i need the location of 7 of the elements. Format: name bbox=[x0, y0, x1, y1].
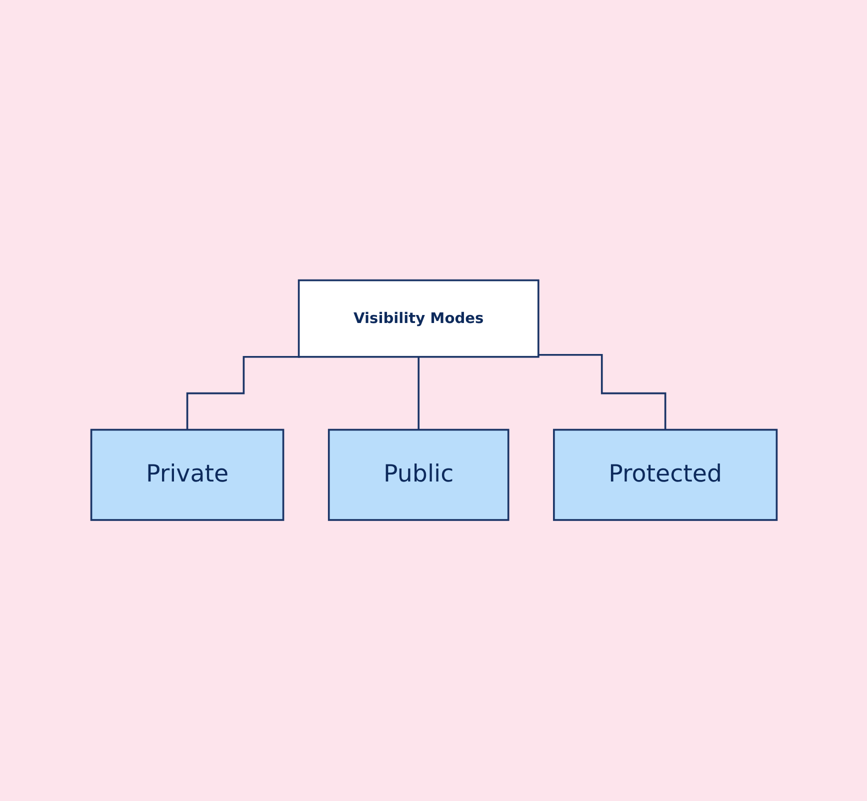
connector bbox=[538, 354, 666, 432]
node-box: Private bbox=[90, 429, 284, 522]
node-box: Visibility Modes bbox=[297, 280, 539, 358]
node-box: Public bbox=[327, 429, 509, 522]
node-box: Protected bbox=[552, 429, 778, 522]
connector bbox=[417, 356, 420, 432]
connector bbox=[186, 356, 300, 432]
